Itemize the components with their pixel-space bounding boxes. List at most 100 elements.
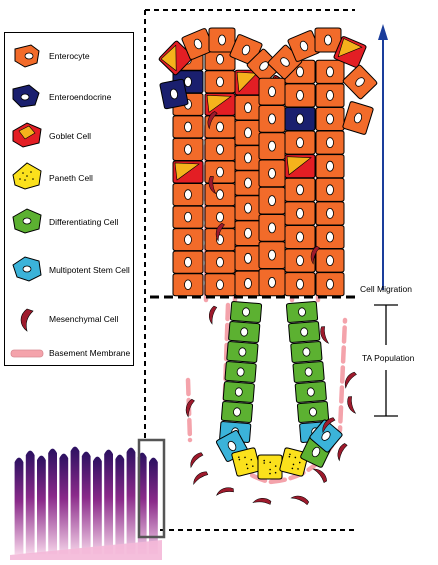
enterocyte-cell	[287, 30, 321, 62]
enterocyte-cell	[258, 186, 286, 215]
enterocyte-cell	[284, 130, 316, 155]
enterocyte-cell	[284, 248, 316, 273]
basement-membrane-swatch-icon	[10, 349, 44, 358]
legend-label-mesenchymal-cell: Mesenchymal Cell	[49, 314, 119, 324]
enterocyte-cell	[315, 272, 345, 297]
zoom-box	[137, 438, 166, 539]
villus-shape	[35, 454, 47, 556]
mesenchymal-cell	[209, 305, 218, 325]
paneth-cell	[257, 454, 283, 480]
mesenchymal-cell	[320, 326, 330, 344]
differentiating-cell	[294, 381, 327, 403]
enterocyte-cell	[284, 83, 316, 108]
enterocyte-cell	[234, 145, 262, 171]
mesenchymal-cell	[216, 487, 234, 496]
differentiating-cell	[226, 341, 259, 363]
enterocyte-cell	[234, 220, 262, 247]
mesenchymal-cell	[344, 371, 357, 389]
mesenchymal-cell	[310, 245, 320, 265]
enterocyte-cell	[258, 132, 286, 160]
enterocyte-cell	[234, 170, 262, 196]
enterocyte-cell	[315, 106, 345, 132]
enterocyte-cell	[315, 130, 345, 155]
mesenchymal-cell	[337, 443, 348, 462]
villus-shape	[24, 449, 36, 556]
cell-migration-arrow	[378, 24, 388, 290]
enterocyte-cell	[234, 119, 262, 146]
villus-shape	[80, 450, 92, 556]
differentiating-cell	[229, 301, 263, 323]
epithelium	[158, 27, 378, 480]
differentiating-cell	[222, 381, 255, 403]
mesenchymal-cell	[290, 495, 310, 506]
mesenchymal-cell	[252, 498, 272, 505]
zoom-frame-lines	[144, 9, 355, 531]
enterocyte-cell	[284, 177, 316, 202]
enteroendocrine-cell	[159, 78, 189, 110]
enterocyte-cell	[208, 27, 236, 53]
enterocyte-cell	[315, 201, 345, 226]
enterocyte-cell	[204, 70, 236, 94]
differentiating-cell	[285, 301, 319, 323]
mesenchymal-cell	[208, 176, 217, 195]
enteroendocrine-cell	[284, 106, 316, 132]
enterocyte-cell	[342, 64, 378, 100]
legend-label-enteroendocrine: Enteroendocrine	[49, 92, 112, 102]
enterocyte-cell	[172, 273, 204, 297]
enterocyte-cell	[204, 273, 236, 297]
mesenchymal-cell	[193, 471, 209, 486]
mesenchymal-cell	[215, 222, 225, 242]
enterocyte-cell	[284, 272, 316, 297]
cell-migration-label: Cell Migration	[360, 284, 412, 294]
enterocyte-cell	[258, 159, 286, 188]
villus-shape	[103, 448, 115, 556]
enterocyte-cell	[258, 105, 286, 133]
differentiating-cell	[224, 361, 257, 383]
mesenchymal-cell	[312, 468, 327, 483]
differentiating-cell	[296, 401, 330, 423]
enterocyte-cell	[172, 205, 204, 229]
mesenchymal-cell	[322, 417, 336, 434]
legend-label-enterocyte: Enterocyte	[49, 51, 90, 61]
villus-shape	[114, 453, 126, 556]
enterocyte-cell	[258, 77, 286, 106]
legend-label-basement-membrane: Basement Membrane	[49, 348, 131, 358]
enterocyte-cell	[234, 94, 262, 121]
enterocyte-cell	[172, 115, 204, 139]
enterocyte-cell	[315, 83, 345, 108]
enterocyte-cell	[258, 214, 286, 242]
enterocyte-cell	[284, 201, 316, 226]
enterocyte-cell	[315, 224, 345, 250]
goblet-cell	[234, 69, 262, 96]
mesenchymal-cell	[347, 396, 357, 414]
ta-population-label: TA Population	[362, 353, 415, 363]
mesenchymal-cells	[185, 111, 357, 506]
differentiating-cell	[288, 321, 321, 343]
enterocyte-cell	[314, 27, 342, 53]
ta-population-bracket	[374, 304, 398, 417]
goblet-cell	[284, 154, 316, 179]
enterocyte-cell	[284, 224, 316, 250]
enterocyte-cell	[258, 268, 286, 297]
enterocyte-cell	[172, 228, 204, 252]
differentiating-cell	[292, 361, 325, 383]
villus-shape	[91, 455, 103, 556]
stem-cell	[309, 419, 343, 453]
enterocyte-cell	[172, 183, 204, 207]
goblet-cell	[172, 160, 204, 184]
enterocyte-cell	[342, 101, 374, 135]
enterocyte-cell	[204, 137, 236, 161]
paneth-cell	[231, 447, 261, 477]
villus-shape	[69, 445, 81, 556]
differentiating-cell	[220, 401, 254, 423]
villus-shape	[125, 446, 137, 556]
enterocyte-cell	[234, 245, 262, 272]
villus-shape	[58, 452, 70, 556]
enterocyte-cell	[234, 195, 262, 221]
enterocyte-cell	[315, 59, 345, 84]
enterocyte-cell	[315, 248, 345, 273]
villus-shape	[47, 447, 59, 556]
goblet-cell	[158, 40, 194, 76]
mesenchymal-cell-swatch-icon	[20, 308, 34, 332]
